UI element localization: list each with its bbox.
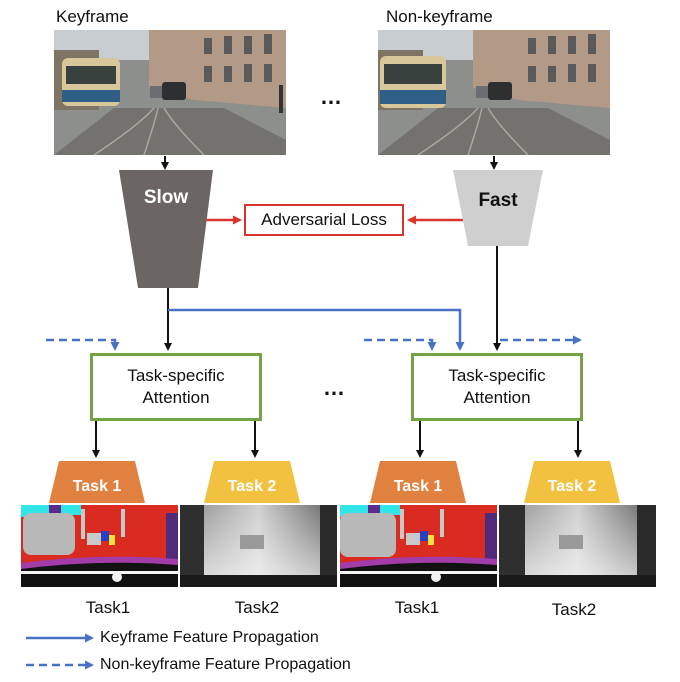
nonkeyframe-propagation-in-right bbox=[364, 338, 437, 351]
task2-head-right-shape bbox=[524, 461, 620, 503]
segmentation-output-right bbox=[340, 505, 497, 587]
output-caption-task1-left: Task1 bbox=[85, 598, 131, 617]
task-specific-attention-right: Task-specific Attention bbox=[411, 353, 583, 421]
slow-encoder-shape bbox=[119, 170, 213, 288]
task1-head-right-shape bbox=[370, 461, 466, 503]
output-caption-task1-right: Task1 bbox=[394, 598, 440, 617]
segmentation-output-left bbox=[21, 505, 178, 587]
depth-output-left bbox=[180, 505, 337, 587]
adversarial-loss-label: Adversarial Loss bbox=[261, 210, 387, 229]
keyframe-feature-propagation-line bbox=[168, 308, 465, 351]
attention-left-label: Task-specific Attention bbox=[127, 366, 225, 407]
nonkeyframe-label: Non-keyframe bbox=[386, 7, 493, 26]
nonkeyframe-propagation-in-left bbox=[46, 338, 120, 351]
task1-head-left-shape bbox=[49, 461, 145, 503]
attention-right-label: Task-specific Attention bbox=[448, 366, 546, 407]
adversarial-loss-box: Adversarial Loss bbox=[244, 204, 404, 236]
attention-ellipsis: … bbox=[323, 375, 346, 400]
output-caption-task2-right: Task2 bbox=[551, 600, 597, 619]
task2-head-left-label: Task 2 bbox=[227, 478, 277, 495]
depth-output-right bbox=[499, 505, 656, 587]
task-specific-attention-left: Task-specific Attention bbox=[90, 353, 262, 421]
task1-head-left-label: Task 1 bbox=[72, 478, 122, 495]
legend-solid-label: Keyframe Feature Propagation bbox=[100, 629, 319, 646]
slow-encoder-label: Slow bbox=[143, 187, 189, 208]
keyframe-image bbox=[54, 30, 286, 155]
fast-encoder-label: Fast bbox=[478, 190, 518, 211]
legend-dashed-label: Non-keyframe Feature Propagation bbox=[100, 656, 351, 673]
task2-head-right-label: Task 2 bbox=[547, 478, 597, 495]
output-caption-task2-left: Task2 bbox=[234, 598, 280, 617]
nonkeyframe-image bbox=[378, 30, 610, 155]
fast-encoder-shape bbox=[453, 170, 543, 246]
frames-ellipsis: … bbox=[320, 84, 343, 109]
task2-head-left-shape bbox=[204, 461, 300, 503]
keyframe-label: Keyframe bbox=[56, 7, 129, 26]
task1-head-right-label: Task 1 bbox=[393, 478, 443, 495]
